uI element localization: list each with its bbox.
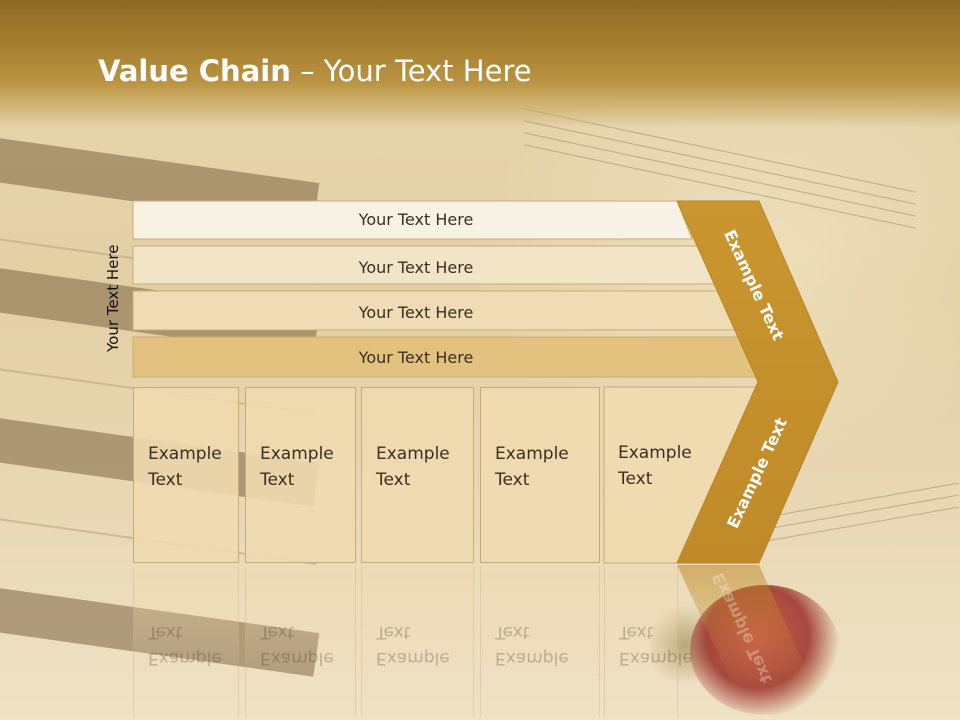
title-bold: Value Chain <box>98 54 291 88</box>
example-box-2[interactable]: Example Text <box>245 387 356 563</box>
chevron-reflection <box>677 565 820 700</box>
example-box-label: Example Text <box>260 444 334 490</box>
box-reflection: Example Text <box>361 567 474 717</box>
example-box-3[interactable]: Example Text <box>361 387 474 563</box>
reflection-text: Example Text <box>619 622 693 668</box>
row-label-2: Your Text Here <box>358 258 474 277</box>
reflection-text: Example Text <box>495 622 569 668</box>
example-box-5[interactable]: Example Text <box>604 387 692 563</box>
row-label-3: Your Text Here <box>358 303 474 322</box>
example-box-label: Example Text <box>376 444 450 490</box>
example-box-label: Example Text <box>148 444 222 490</box>
reflection-text: Example Text <box>148 622 222 668</box>
title-bar <box>0 0 960 128</box>
example-box-4[interactable]: Example Text <box>480 387 600 563</box>
box-reflection: Example Text <box>245 567 356 717</box>
title-rest: – Your Text Here <box>290 54 532 88</box>
slide-title[interactable]: Value Chain – Your Text Here <box>98 54 532 88</box>
box-reflection: Example Text <box>604 567 693 717</box>
example-box-label: Example Text <box>495 444 569 490</box>
box-reflection: Example Text <box>133 567 239 717</box>
row-label-4: Your Text Here <box>358 348 474 367</box>
chevron-arrow[interactable] <box>676 200 839 564</box>
reflection-text: Example Text <box>260 622 334 668</box>
row-label-1: Your Text Here <box>358 210 474 229</box>
example-box-label: Example Text <box>618 443 692 489</box>
example-box-1[interactable]: Example Text <box>133 387 239 563</box>
box-reflection: Example Text <box>480 567 600 717</box>
row-bar-1[interactable] <box>132 200 693 240</box>
reflection-text: Example Text <box>376 622 450 668</box>
